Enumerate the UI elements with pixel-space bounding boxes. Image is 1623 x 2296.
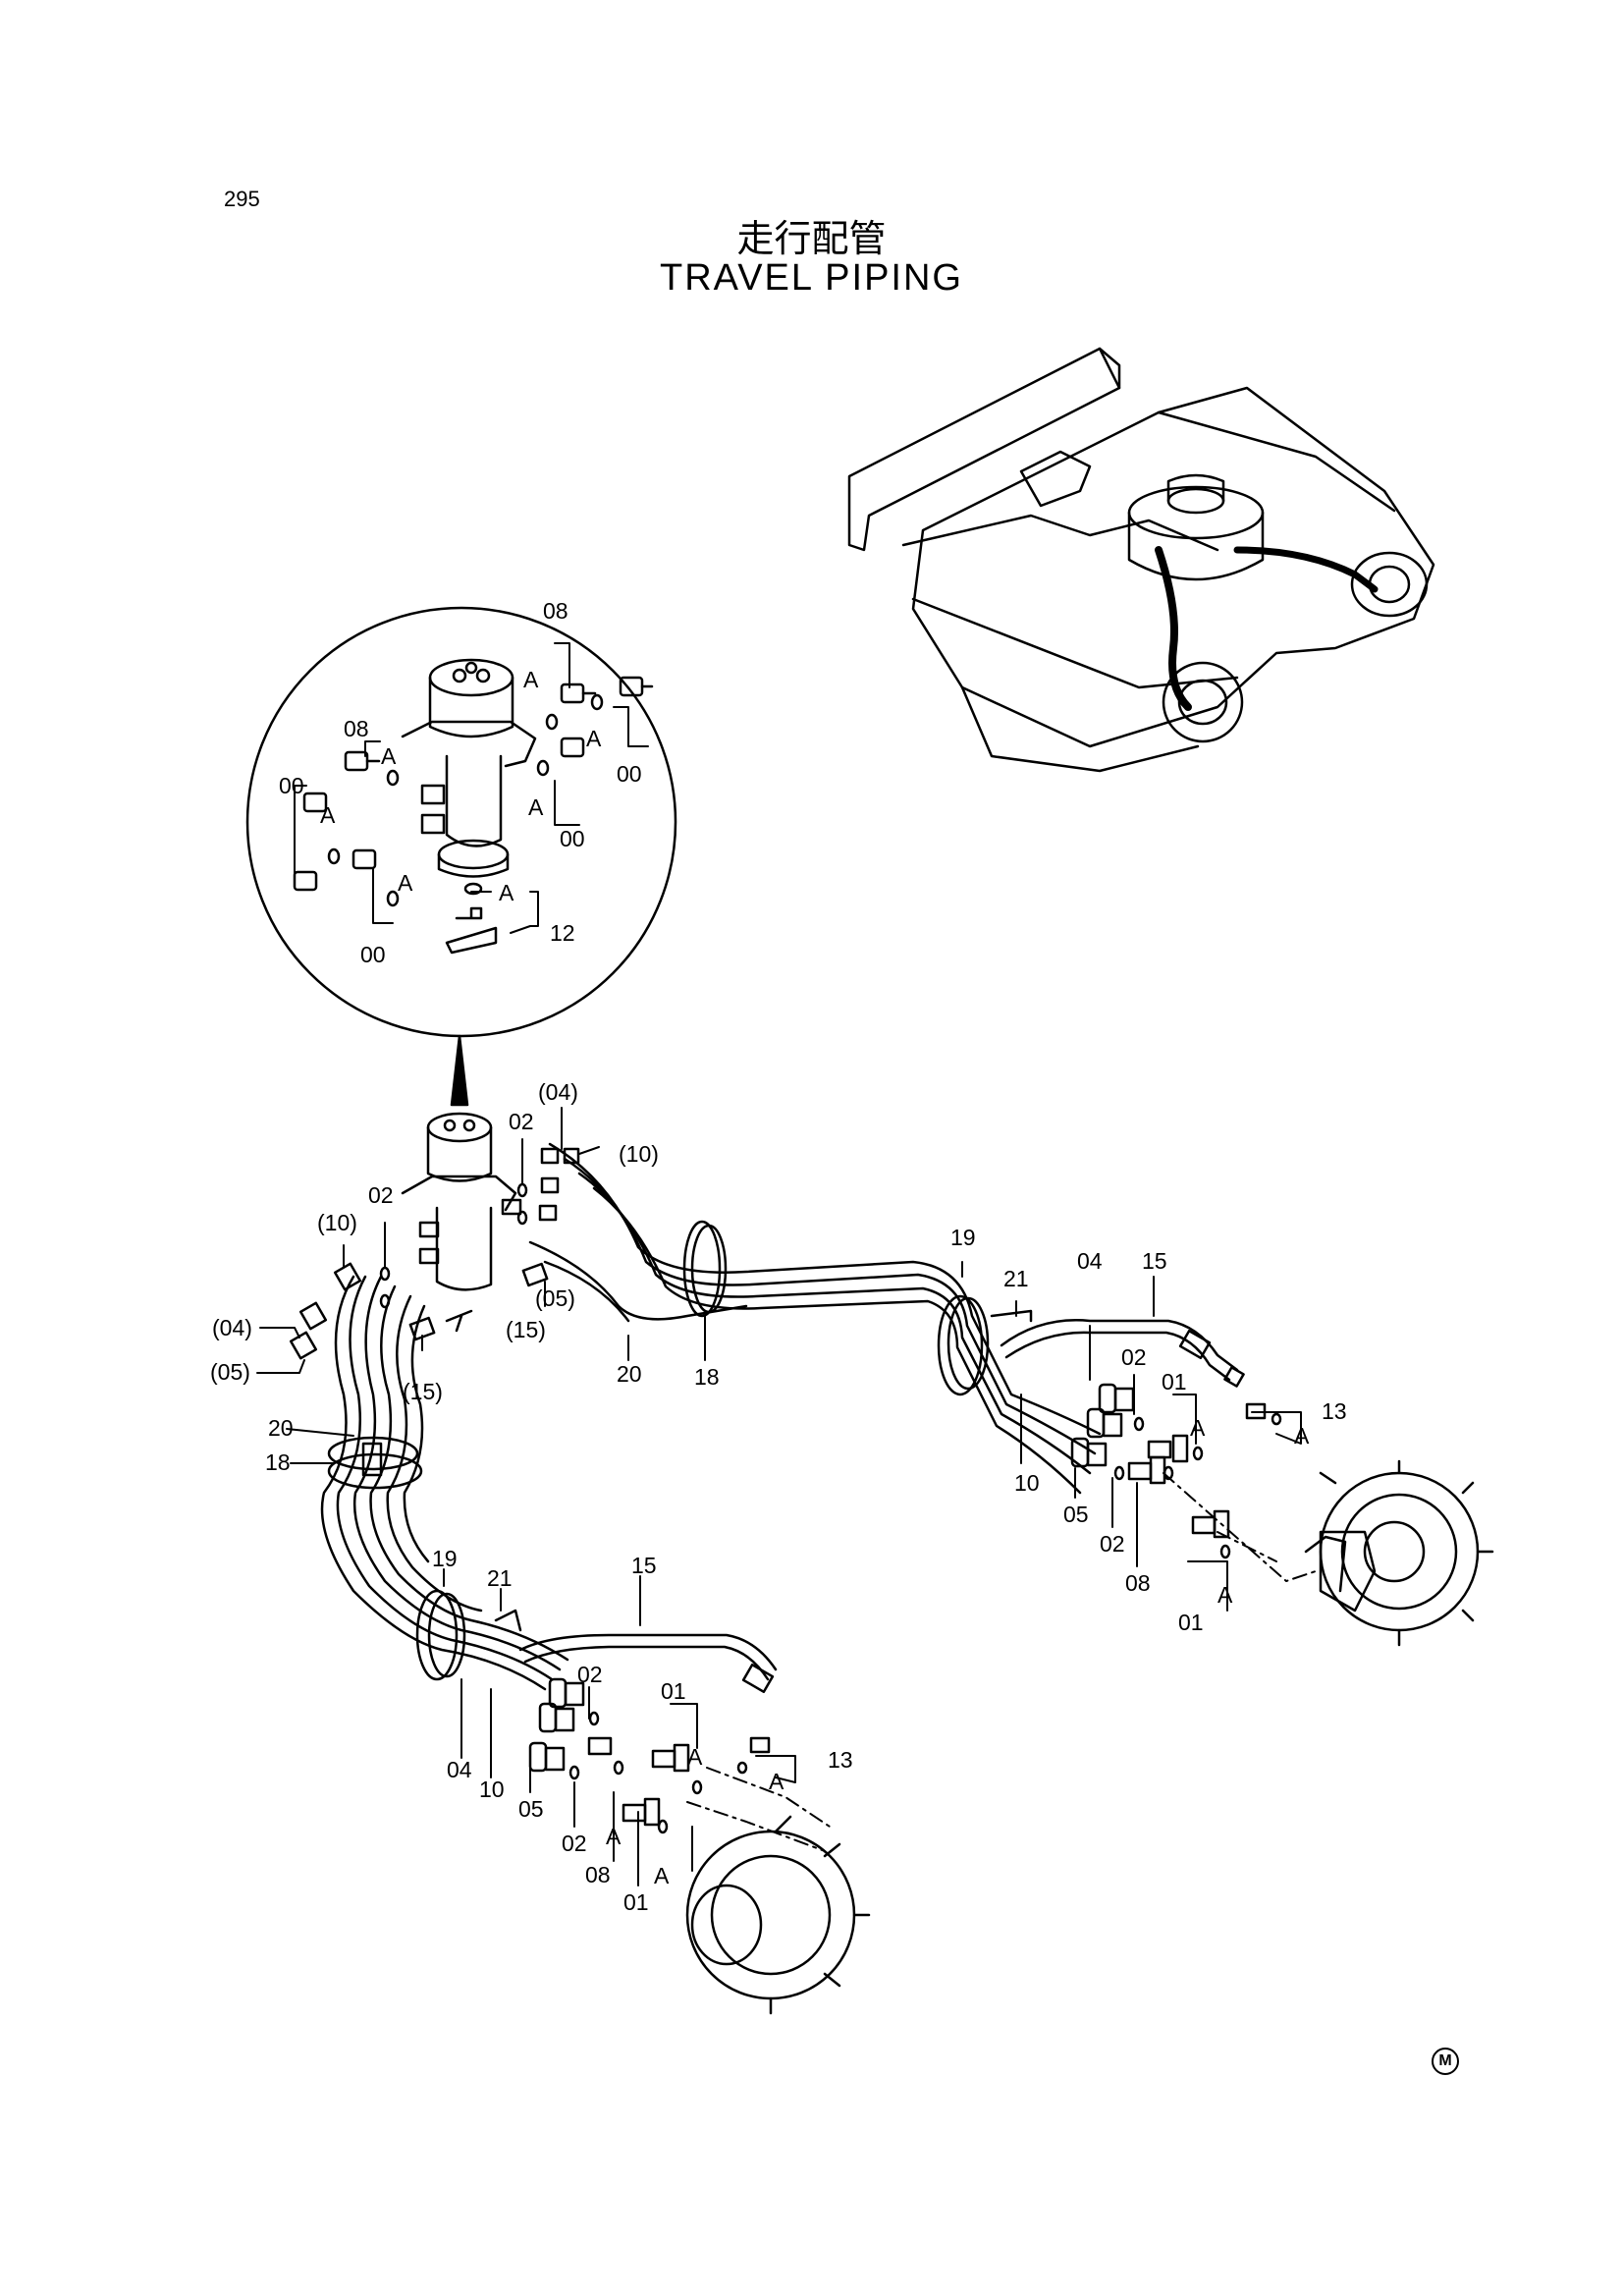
swivel-callouts: (04) (10) 02 02 (10) (04) (05) (05) (15)… xyxy=(210,1079,720,1475)
callout-02: 02 xyxy=(1100,1531,1125,1557)
inset-swivel-joint xyxy=(401,658,537,878)
callout-08: 08 xyxy=(543,598,568,624)
pipe-15-lower xyxy=(494,1609,778,1694)
callout-05: 05 xyxy=(1063,1502,1089,1527)
callout-02: 02 xyxy=(577,1662,603,1687)
callout-02: 02 xyxy=(562,1831,587,1856)
page-number: 295 xyxy=(224,187,260,211)
callout-01: 01 xyxy=(623,1889,649,1915)
callout-19: 19 xyxy=(950,1225,976,1250)
main-leaders xyxy=(256,1107,1317,1886)
lower-callouts: 19 21 15 02 01 A 13 A 04 10 05 02 A 08 A… xyxy=(432,1546,853,1915)
detail-inset-circle xyxy=(245,606,677,1038)
callout-10: 10 xyxy=(479,1777,505,1802)
callout-05: 05 xyxy=(518,1796,544,1822)
callout-00: 00 xyxy=(360,942,386,967)
callout-A: A xyxy=(381,743,397,769)
callout-A: A xyxy=(586,726,602,751)
lower-travel-motor xyxy=(685,1815,871,2015)
lower-fittings xyxy=(528,1677,771,1834)
callout-15: 15 xyxy=(1142,1248,1167,1274)
inset-fittings xyxy=(293,676,654,955)
callout-01: 01 xyxy=(1162,1369,1187,1394)
inset-leaders xyxy=(294,642,649,934)
pipe-15-right xyxy=(990,1309,1245,1388)
callout-10: 10 xyxy=(1014,1470,1040,1496)
callout-00: 00 xyxy=(279,773,304,798)
callout-04: 04 xyxy=(1077,1248,1103,1274)
hose-bundle-right xyxy=(528,1142,1102,1495)
pointer-triangle xyxy=(450,1034,469,1107)
callout-18: 18 xyxy=(694,1364,720,1390)
callout-A: A xyxy=(528,794,544,820)
callout-A: A xyxy=(769,1769,784,1794)
callout-A: A xyxy=(654,1863,670,1888)
callout-A: A xyxy=(1294,1423,1310,1449)
callout-05: (05) xyxy=(535,1285,575,1311)
callout-08: 08 xyxy=(585,1862,611,1887)
callout-A: A xyxy=(606,1824,622,1849)
page-title-japanese: 走行配管 xyxy=(736,217,887,260)
right-callouts: 19 21 04 15 02 01 A 13 A 10 05 02 08 A 0… xyxy=(950,1225,1347,1635)
callout-20: 20 xyxy=(268,1415,294,1441)
callout-04: (04) xyxy=(538,1079,578,1105)
callout-08: 08 xyxy=(344,716,369,741)
callout-A: A xyxy=(1217,1582,1233,1608)
callout-02: 02 xyxy=(509,1109,534,1134)
manufacturer-mark: M xyxy=(1432,2048,1459,2075)
callout-15: (15) xyxy=(403,1379,443,1404)
callout-00: 00 xyxy=(617,761,642,787)
callout-A: A xyxy=(320,802,336,828)
callout-19: 19 xyxy=(432,1546,458,1571)
callout-02: 02 xyxy=(1121,1344,1147,1370)
callout-21: 21 xyxy=(487,1565,513,1591)
inset-callouts: 08 A 08 A A 00 A 00 A 00 A 00 A 12 xyxy=(279,598,642,967)
callout-10: (10) xyxy=(317,1210,357,1235)
callout-A: A xyxy=(523,667,539,692)
callout-08: 08 xyxy=(1125,1570,1151,1596)
callout-20: 20 xyxy=(617,1361,642,1387)
callout-A: A xyxy=(398,870,413,896)
callout-04: (04) xyxy=(212,1315,252,1340)
callout-A: A xyxy=(687,1744,703,1770)
callout-05: (05) xyxy=(210,1359,250,1385)
callout-A: A xyxy=(1190,1415,1206,1441)
callout-00: 00 xyxy=(560,826,585,851)
callout-04: 04 xyxy=(447,1757,472,1782)
callout-01: 01 xyxy=(661,1678,686,1704)
callout-13: 13 xyxy=(1322,1398,1347,1424)
page-title: TRAVEL PIPING xyxy=(660,257,963,299)
right-fittings xyxy=(1070,1383,1282,1559)
right-travel-motor xyxy=(1304,1459,1494,1647)
callout-12: 12 xyxy=(550,920,575,946)
callout-10: (10) xyxy=(619,1141,659,1167)
callout-02: 02 xyxy=(368,1182,394,1208)
callout-01: 01 xyxy=(1178,1610,1204,1635)
undercarriage-overview xyxy=(847,347,1435,773)
hose-bundle-left xyxy=(320,1275,569,1691)
callout-15: (15) xyxy=(506,1317,546,1342)
swivel-joint xyxy=(401,1112,522,1291)
callout-A: A xyxy=(499,880,514,905)
callout-15: 15 xyxy=(631,1553,657,1578)
callout-18: 18 xyxy=(265,1449,291,1475)
callout-21: 21 xyxy=(1003,1266,1029,1291)
callout-13: 13 xyxy=(828,1747,853,1773)
